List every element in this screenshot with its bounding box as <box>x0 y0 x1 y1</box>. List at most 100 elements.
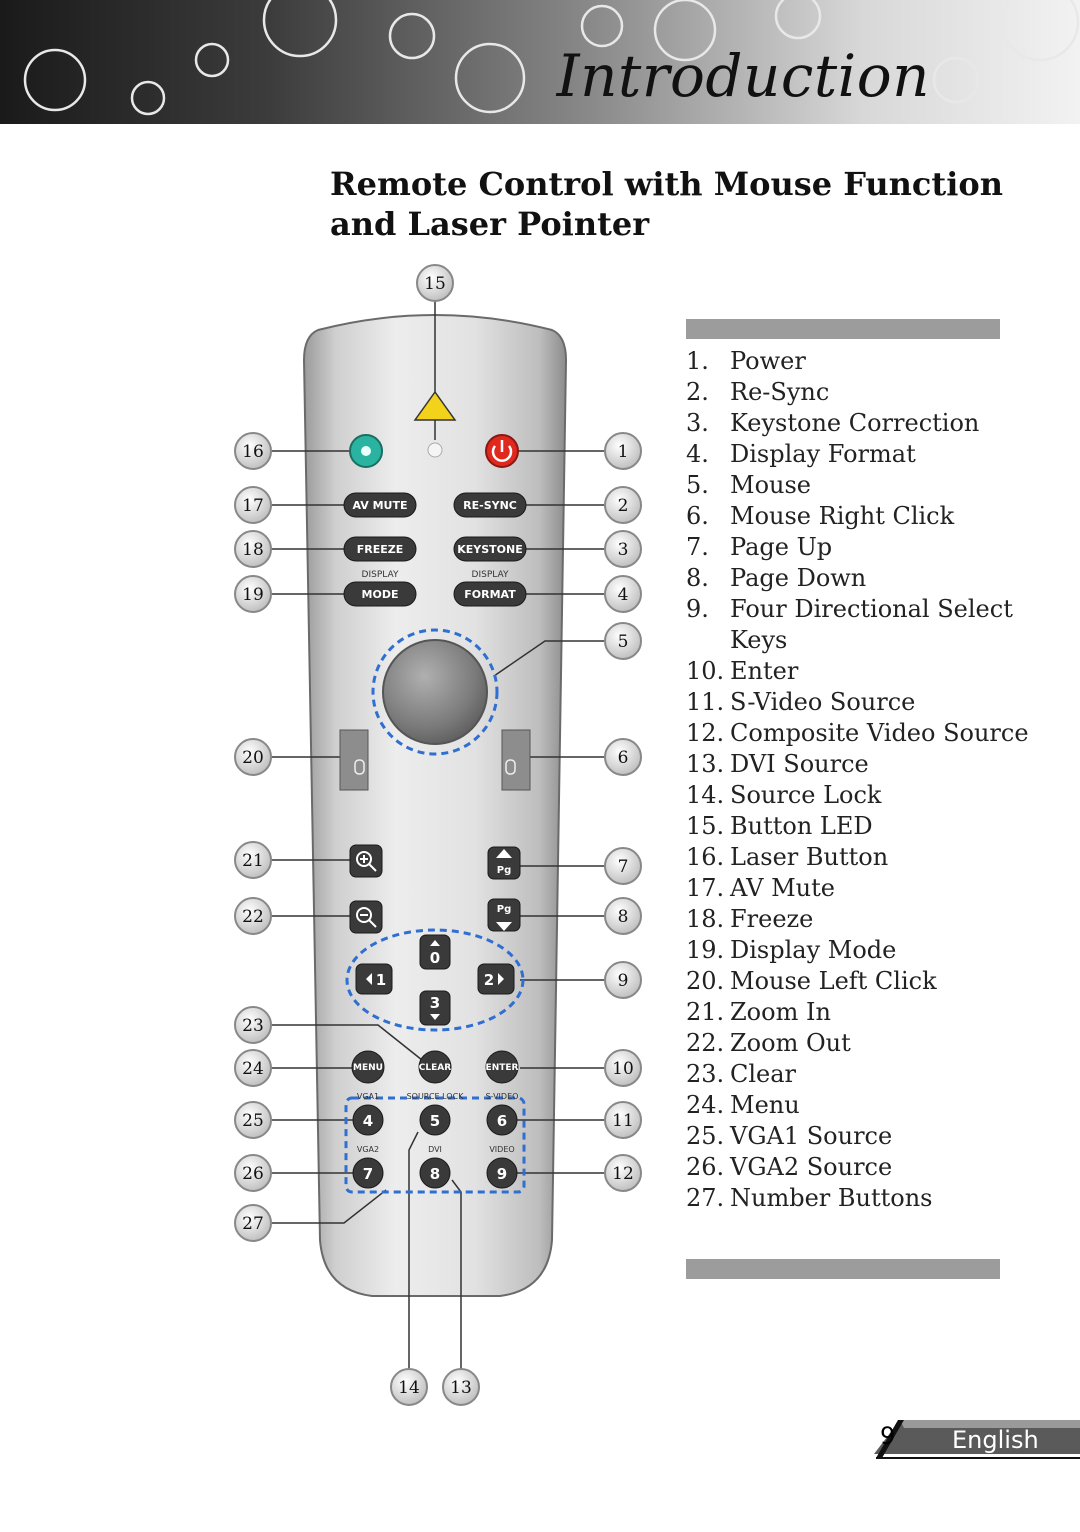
chapter-title: Introduction <box>556 42 930 110</box>
legend-item: 6. Mouse Right Click <box>686 501 1046 532</box>
legend-label: Enter <box>730 657 799 685</box>
legend-number: 5. <box>686 471 709 499</box>
callout-5: 5 <box>604 622 642 660</box>
digit-8: 8 <box>430 1165 440 1183</box>
legend-item: 15.Button LED <box>686 811 1046 842</box>
legend-number: 20. <box>686 967 725 995</box>
down-arrow-icon <box>430 1014 440 1020</box>
page-up-button <box>487 846 521 880</box>
remote-control-figure: AV MUTE RE-SYNC FREEZE KEYSTONE MODE FOR… <box>234 264 642 1406</box>
svg-text:2: 2 <box>618 496 629 516</box>
legend-number: 27. <box>686 1184 725 1212</box>
callout-14: 14 <box>390 1368 428 1406</box>
mode-button <box>343 581 417 607</box>
number-buttons-highlight <box>344 1096 526 1194</box>
callout-lines <box>272 300 604 1372</box>
legend-item: 2. Re-Sync <box>686 377 1046 408</box>
legend-item: 9.Four Directional Select Keys <box>686 594 1046 656</box>
legend-item: 21.Zoom In <box>686 997 1046 1028</box>
av-mute-button <box>343 492 417 518</box>
svg-text:16: 16 <box>242 442 264 462</box>
resync-label: RE-SYNC <box>463 499 517 512</box>
digit-5: 5 <box>430 1112 440 1130</box>
svg-text:9: 9 <box>618 971 629 991</box>
svg-text:11: 11 <box>612 1111 634 1131</box>
freeze-label: FREEZE <box>357 543 404 556</box>
zoom-out-button <box>349 900 383 934</box>
zoom-out-icon <box>356 907 372 923</box>
legend-number: 2. <box>686 378 709 406</box>
legend-item: 16.Laser Button <box>686 842 1046 873</box>
display-left-label: DISPLAY <box>362 570 399 580</box>
svg-text:20: 20 <box>242 748 264 768</box>
digit-3: 3 <box>430 994 440 1012</box>
video-label: VIDEO <box>489 1145 514 1154</box>
mouse-left-click-button <box>339 729 369 791</box>
legend-item: 25.VGA1 Source <box>686 1121 1046 1152</box>
key-6 <box>486 1104 518 1136</box>
legend-number: 12. <box>686 719 725 747</box>
header-banner: Introduction <box>0 0 1080 124</box>
legend-label: Mouse <box>730 471 811 499</box>
svg-text:1: 1 <box>618 442 629 462</box>
svg-text:7: 7 <box>618 857 629 877</box>
digit-7: 7 <box>363 1165 373 1183</box>
legend-item: 26.VGA2 Source <box>686 1152 1046 1183</box>
legend-number: 6. <box>686 502 709 530</box>
legend-label: Four Directional Select Keys <box>730 595 1013 654</box>
legend-number: 25. <box>686 1122 725 1150</box>
zoom-in-icon <box>356 851 372 867</box>
mouse-pad-highlight <box>371 628 499 756</box>
callout-4: 4 <box>604 575 642 613</box>
resync-button <box>453 492 527 518</box>
legend-number: 10. <box>686 657 725 685</box>
callout-10: 10 <box>604 1049 642 1087</box>
svg-text:19: 19 <box>242 585 264 605</box>
keystone-label: KEYSTONE <box>457 543 523 556</box>
dvi-label: DVI <box>428 1145 442 1154</box>
legend-item: 23.Clear <box>686 1059 1046 1090</box>
legend-number: 1. <box>686 347 709 375</box>
callout-8: 8 <box>604 897 642 935</box>
legend-item: 8.Page Down <box>686 563 1046 594</box>
callout-7: 7 <box>604 847 642 885</box>
legend-label: Menu <box>730 1091 800 1119</box>
legend-label: Laser Button <box>730 843 889 871</box>
svg-text:15: 15 <box>424 274 446 294</box>
legend-number: 21. <box>686 998 725 1026</box>
legend-number: 18. <box>686 905 725 933</box>
legend-label: Re-Sync <box>730 378 830 406</box>
vga1-label: VGA1 <box>357 1092 379 1101</box>
zoom-in-button <box>349 844 383 878</box>
svg-text:26: 26 <box>242 1164 264 1184</box>
callout-19: 19 <box>234 575 272 613</box>
enter-button <box>485 1050 519 1084</box>
button-led <box>427 442 443 458</box>
legend-label: Display Mode <box>730 936 897 964</box>
callout-27: 27 <box>234 1204 272 1242</box>
legend-top-bar <box>686 319 1000 339</box>
display-right-label: DISPLAY <box>472 570 509 580</box>
svg-text:27: 27 <box>242 1214 264 1234</box>
svg-text:8: 8 <box>618 907 629 927</box>
callout-21: 21 <box>234 841 272 879</box>
digit-1: 1 <box>376 971 386 989</box>
left-arrow-icon <box>366 973 372 985</box>
legend-item: 20.Mouse Left Click <box>686 966 1046 997</box>
legend-item: 11.S-Video Source <box>686 687 1046 718</box>
legend-item: 5. Mouse <box>686 470 1046 501</box>
legend-item: 14.Source Lock <box>686 780 1046 811</box>
legend-item: 3.Keystone Correction <box>686 408 1046 439</box>
legend-label: Mouse Right Click <box>730 502 955 530</box>
down-key <box>419 990 451 1026</box>
legend-label: DVI Source <box>730 750 869 778</box>
legend-label: Zoom In <box>730 998 831 1026</box>
legend-label: Number Buttons <box>730 1184 933 1212</box>
mouse-left-icon <box>354 759 365 775</box>
callout-22: 22 <box>234 897 272 935</box>
svg-text:22: 22 <box>242 907 264 927</box>
legend-item: 24.Menu <box>686 1090 1046 1121</box>
legend-number: 16. <box>686 843 725 871</box>
callouts: 15 16 17 18 19 20 21 22 23 24 25 26 27 1… <box>234 264 642 1406</box>
vga2-label: VGA2 <box>357 1145 379 1154</box>
